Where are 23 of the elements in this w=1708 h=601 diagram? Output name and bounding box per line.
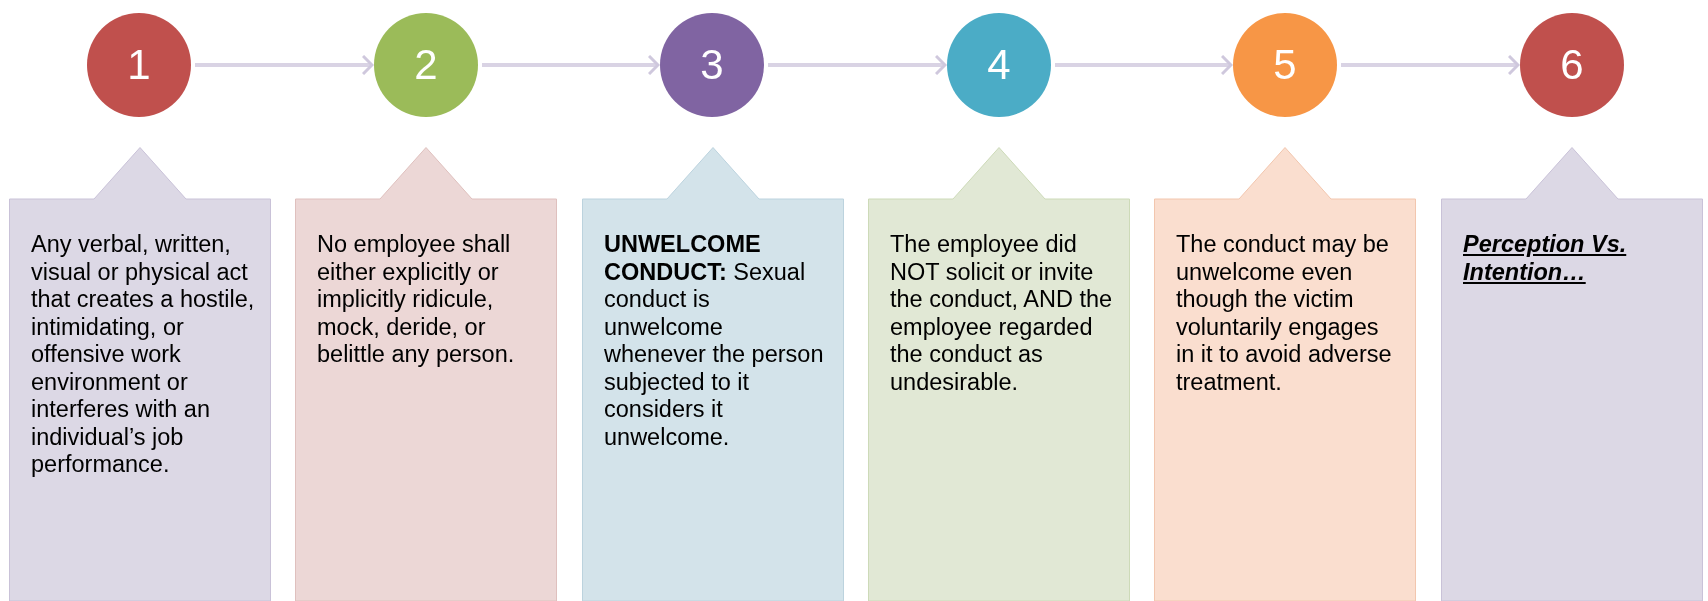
description-text: No employee shall either explicitly or implicitly ridicule, mock, deride, or belittle any person.: [317, 231, 516, 369]
callout-box: [582, 147, 844, 601]
callout-box: [1154, 147, 1416, 601]
arrow: [482, 54, 660, 76]
description-text: The conduct may be unwelcome even though the victim voluntarily engages in it to avoid adverse treatment.: [1176, 231, 1393, 396]
arrow: [768, 54, 947, 76]
step-number: 2: [414, 44, 438, 86]
callout-box: [9, 147, 271, 601]
arrow: [195, 54, 374, 76]
step-number: 5: [1273, 44, 1297, 86]
step-number: 3: [700, 44, 724, 86]
description-text: UNWELCOME CONDUCT: Sexual conduct is unwelcome whenever the person subjected to it considers it unwelcome.: [604, 231, 825, 451]
step-number: 6: [1560, 44, 1584, 86]
callout-box: [868, 147, 1130, 601]
callout-box: [1441, 147, 1703, 601]
callout-box: [295, 147, 557, 601]
description-text: The employee did NOT solicit or invite the conduct, AND the employee regarded the conduct as undesirable.: [890, 231, 1114, 396]
step-number: 4: [987, 44, 1011, 86]
description-text: Perception Vs. Intention…: [1463, 231, 1628, 286]
arrow: [1341, 54, 1520, 76]
step-number: 1: [127, 44, 151, 86]
arrow: [1055, 54, 1233, 76]
description-text: Any verbal, written, visual or physical act that creates a hostile, intimidating, or offensive work environment or interferes with an individual’s job performance.: [31, 231, 255, 479]
